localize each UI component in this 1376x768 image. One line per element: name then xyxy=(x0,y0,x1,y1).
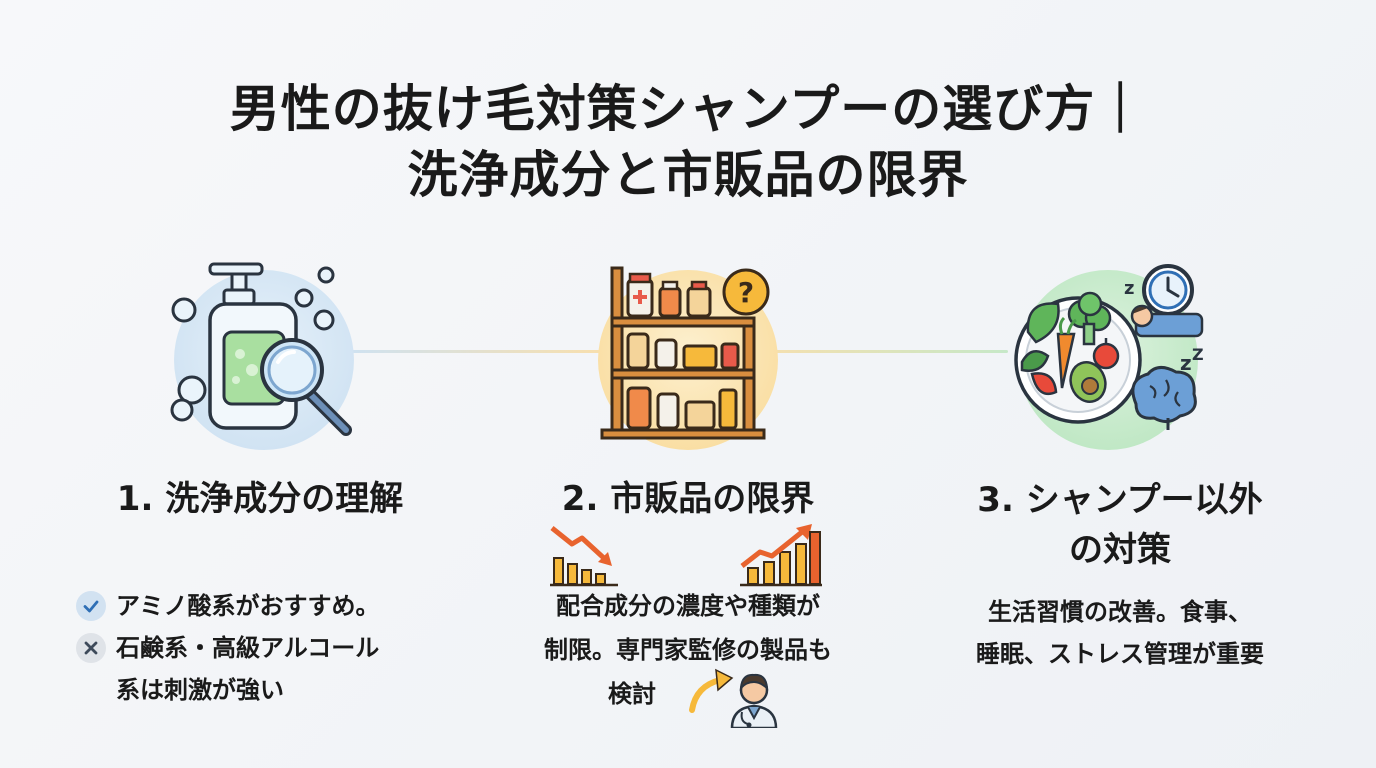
check-icon xyxy=(76,591,106,621)
product-shelf-question-icon: ? xyxy=(600,266,770,440)
page-title: 男性の抜け毛対策シャンプーの選び方｜ 洗浄成分と市販品の限界 xyxy=(0,76,1376,208)
step1-point-1-text: アミノ酸系がおすすめ。 xyxy=(116,592,380,620)
healthy-lifestyle-icon: z z Z xyxy=(1014,264,1204,430)
svg-text:Z: Z xyxy=(1192,345,1204,364)
title-line-1: 男性の抜け毛対策シャンプーの選び方｜ xyxy=(229,80,1147,138)
step1-heading: 1. 洗浄成分の理解 xyxy=(116,479,404,519)
svg-text:z: z xyxy=(1180,351,1192,375)
doctor-icon xyxy=(730,673,778,728)
connector-line-2 xyxy=(756,350,1008,353)
rising-chart-icon xyxy=(740,524,822,587)
step3-heading-line-1: 3. シャンプー以外 xyxy=(977,480,1263,520)
step3-line-1: 生活習慣の改善。食事、 xyxy=(988,598,1252,626)
step3-circle: z z Z xyxy=(1014,264,1204,450)
step1-point-2-continuation: 系は刺激が強い xyxy=(116,676,284,704)
connector-line-1 xyxy=(350,350,600,353)
step1-point-2: 石鹸系・高級アルコール xyxy=(76,630,379,666)
step3-line-2: 睡眠、ストレス管理が重要 xyxy=(976,640,1264,668)
step2-heading: 2. 市販品の限界 xyxy=(561,479,815,519)
step1-point-2-text: 石鹸系・高級アルコール xyxy=(116,634,380,662)
step2-line-3: 検討 xyxy=(608,680,656,708)
step1-point-1: アミノ酸系がおすすめ。 xyxy=(76,588,380,624)
curved-arrow-icon xyxy=(689,668,734,713)
cross-icon xyxy=(76,633,106,663)
shampoo-magnifier-icon xyxy=(170,262,352,436)
step3-heading-line-2: の対策 xyxy=(1069,530,1171,570)
title-line-2: 洗浄成分と市販品の限界 xyxy=(407,146,969,204)
declining-chart-icon xyxy=(550,526,618,587)
step1-circle xyxy=(170,262,354,450)
svg-text:?: ? xyxy=(738,276,754,309)
step2-circle: ? xyxy=(598,266,778,450)
svg-text:z: z xyxy=(1124,278,1134,299)
step2-line-2: 制限。専門家監修の製品も xyxy=(544,636,832,664)
step2-line-1: 配合成分の濃度や種類が xyxy=(556,592,820,620)
step3-heading: 3. シャンプー以外 の対策 xyxy=(940,475,1300,575)
